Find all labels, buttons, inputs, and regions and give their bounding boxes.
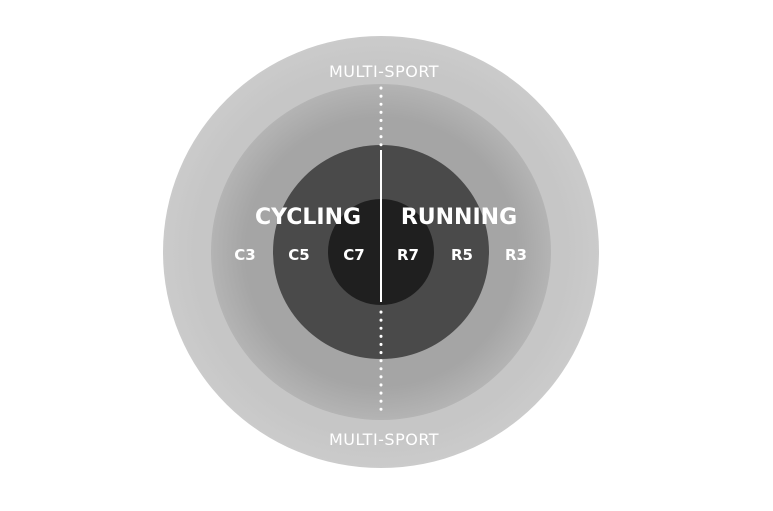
multi-sport-label-bottom: MULTI-SPORT <box>329 430 439 449</box>
running-title: RUNNING <box>401 205 517 230</box>
level-label-r5: R5 <box>451 246 473 264</box>
multi-sport-label-top: MULTI-SPORT <box>329 62 439 81</box>
level-label-c7: C7 <box>343 246 364 264</box>
cycling-title: CYCLING <box>255 205 361 230</box>
level-label-c3: C3 <box>234 246 255 264</box>
level-label-r3: R3 <box>505 246 527 264</box>
level-label-c5: C5 <box>288 246 309 264</box>
level-label-r7: R7 <box>397 246 419 264</box>
